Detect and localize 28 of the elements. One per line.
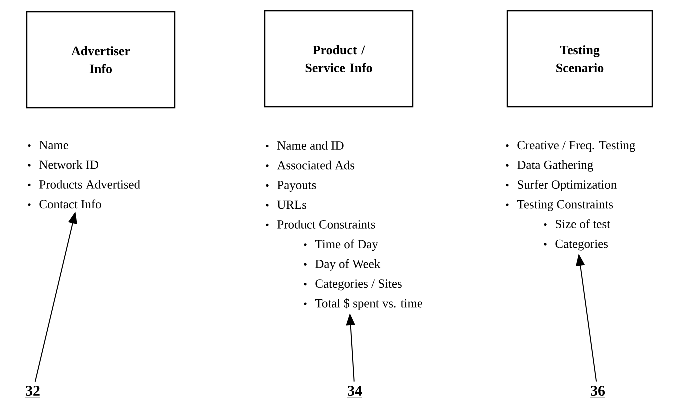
bullet-list: Creative / Freq. Testing Data Gathering Surfer Optimization Testing Constraints Size of test Categories: [506, 141, 636, 251]
node-label: Data Gathering: [518, 160, 594, 172]
node-label: Network ID: [40, 160, 99, 170]
node-label: Contact Info: [40, 200, 102, 209]
title-box: Testing Scenario: [506, 10, 654, 108]
reference-number: 36: [590, 386, 606, 398]
node-label: URLs: [277, 200, 306, 210]
reference-number: 32: [25, 386, 41, 398]
node-label: Associated Ads: [277, 160, 355, 170]
reference-number: 34: [347, 386, 363, 398]
node-label: Name and ID: [278, 141, 344, 150]
title-box: Product / Service Info: [264, 10, 414, 108]
node-label: Total $ spent vs. time: [315, 298, 423, 310]
bullet-list: Name and ID Associated Ads Payouts URLs Product Constraints Time of Day Day of Week Categories / Sites Total $ spent vs. time: [266, 141, 423, 310]
title-box: Advertiser Info: [26, 11, 176, 109]
node-label: Categories / Sites: [316, 280, 402, 291]
node-label: Creative / Freq. Testing: [518, 141, 636, 152]
node-label: Name: [40, 141, 69, 150]
node-label: Products Advertised: [40, 180, 140, 189]
bullet-list: Name Network ID Products Advertised Contact Info: [28, 141, 140, 209]
node-label: Testing Constraints: [517, 200, 614, 212]
node-label: Day of Week: [316, 259, 381, 271]
node-label: Size of test: [556, 220, 610, 228]
node-label: Time of Day: [315, 240, 378, 252]
node-label: Payouts: [278, 181, 316, 192]
node-label: Categories: [556, 240, 608, 251]
node-label: Surfer Optimization: [518, 180, 617, 192]
node-label: Product Constraints: [278, 220, 376, 229]
